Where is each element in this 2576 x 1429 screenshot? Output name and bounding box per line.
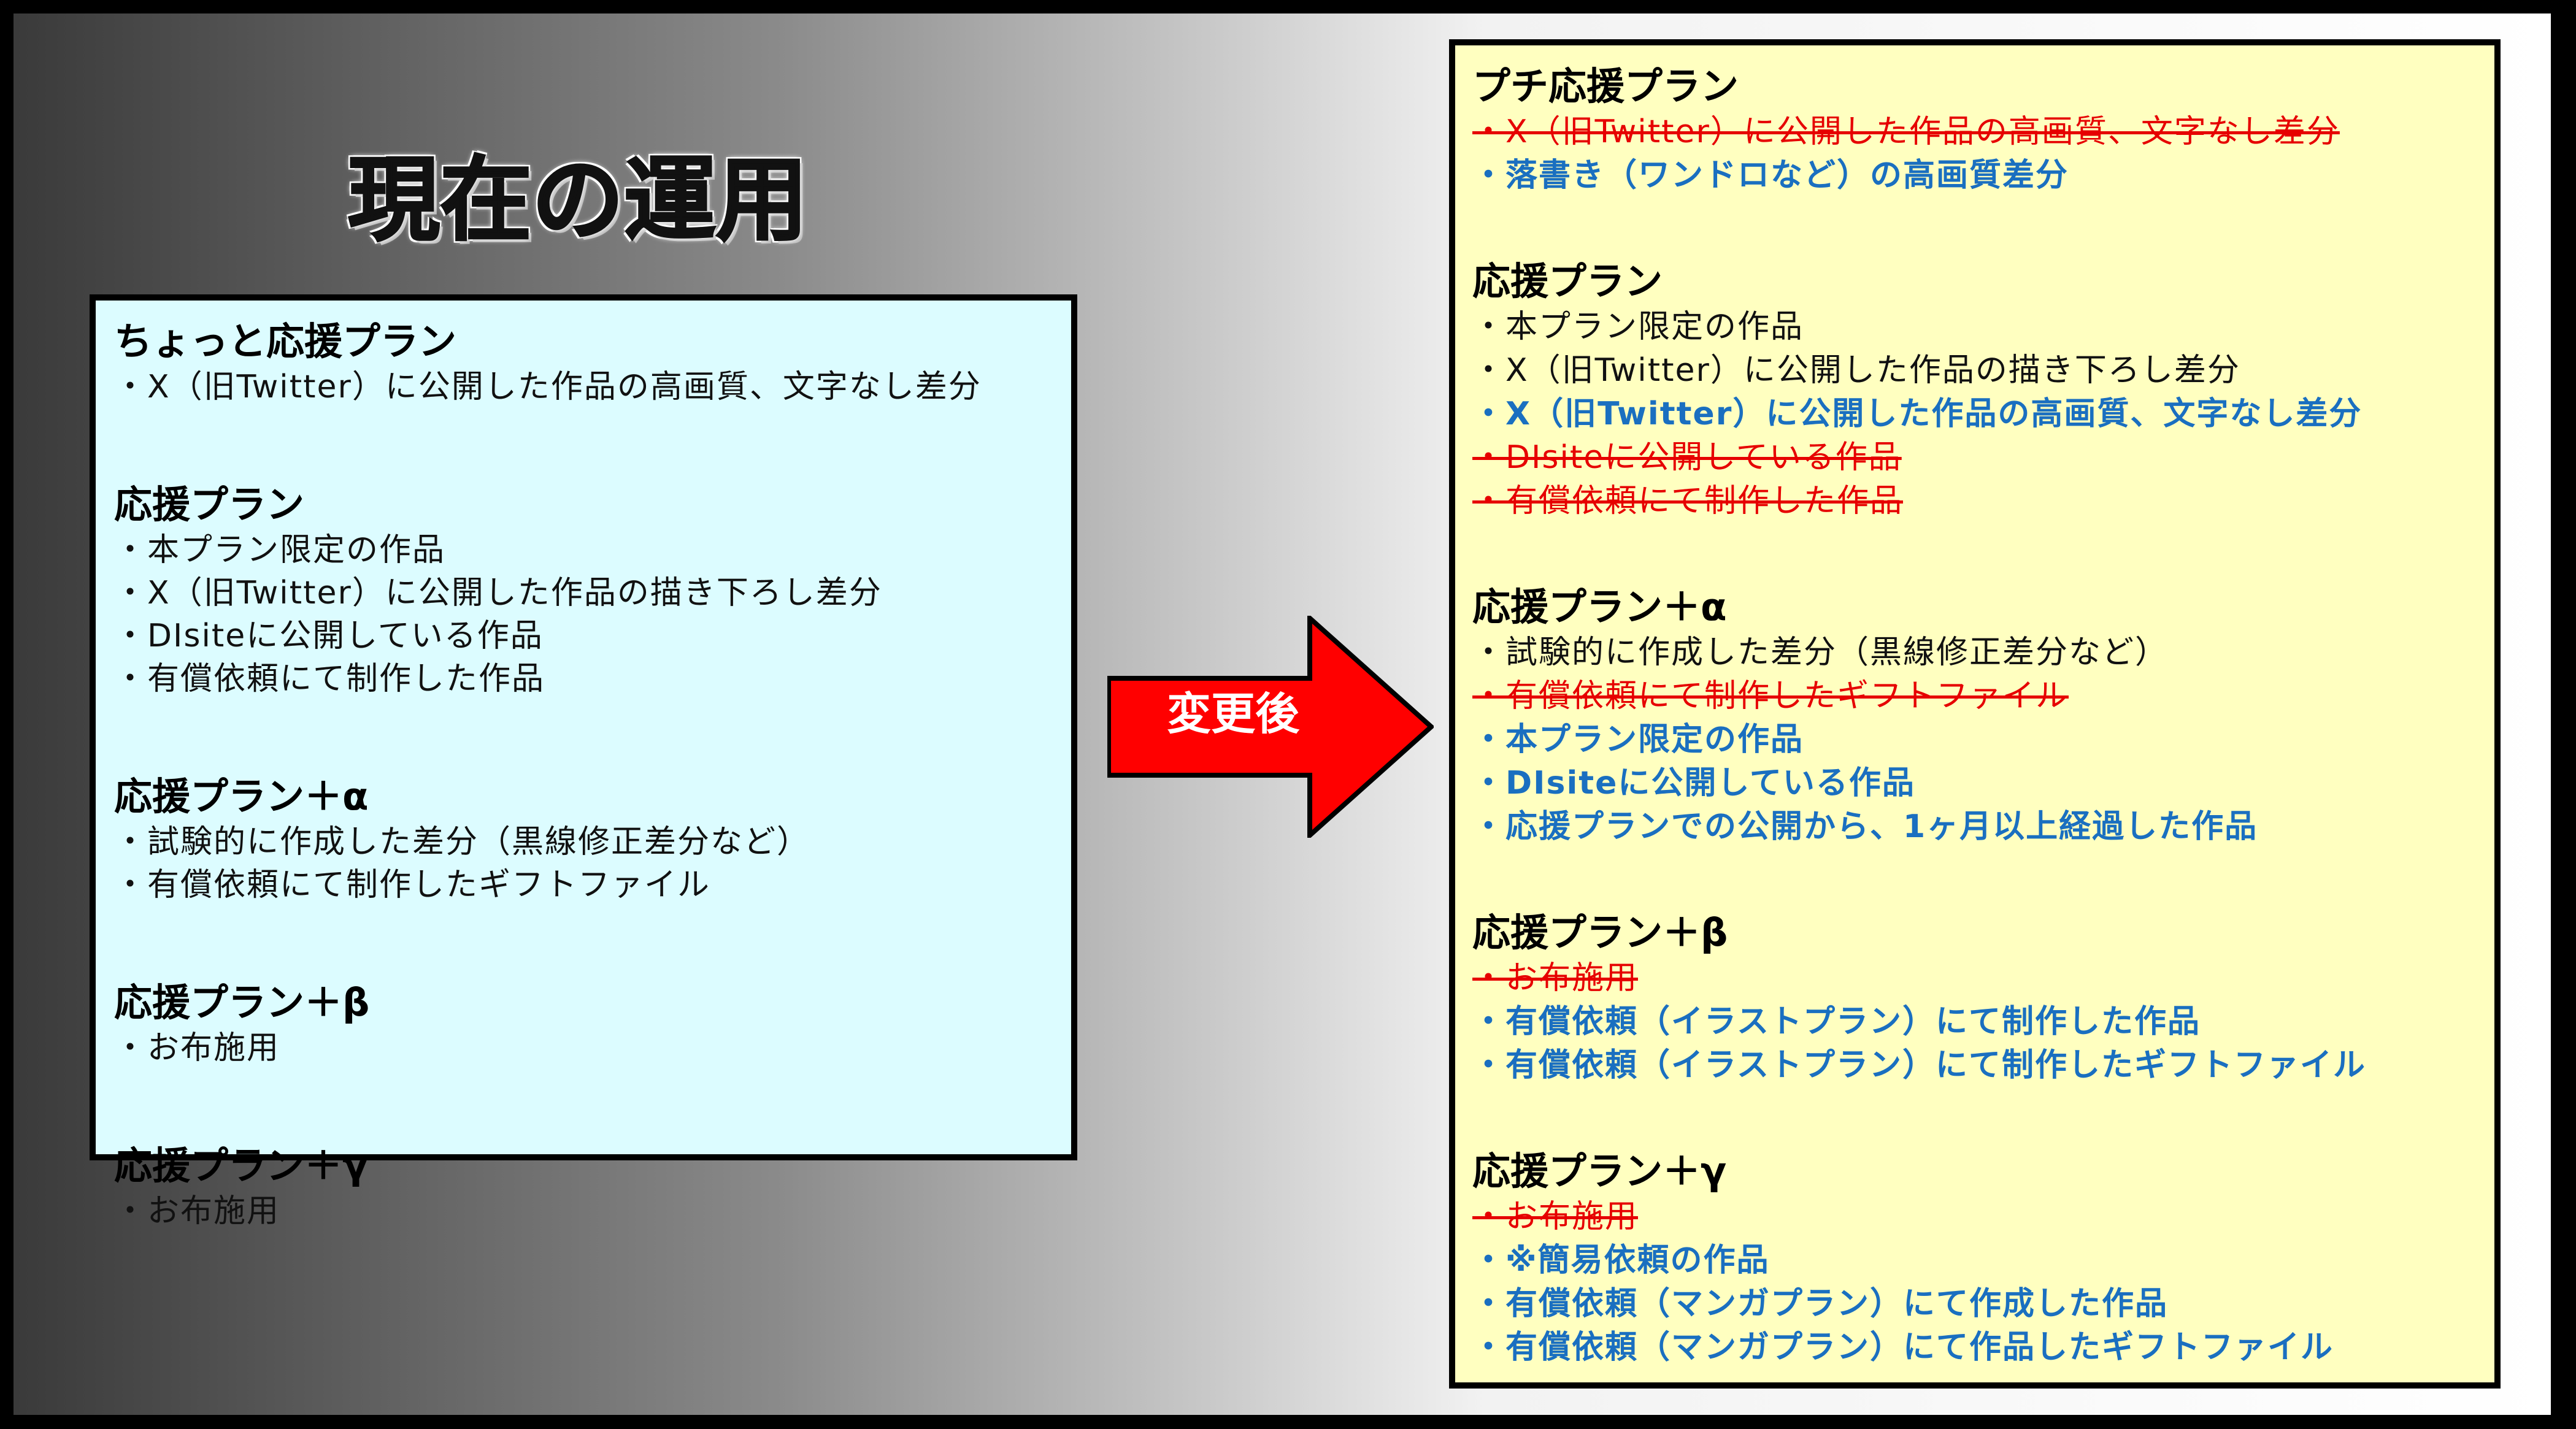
plan-item: ・X（旧Twitter）に公開した作品の描き下ろし差分 bbox=[1472, 352, 2240, 389]
plan-title: 応援プラン＋γ bbox=[1472, 1149, 1727, 1193]
changed-plans-panel: プチ応援プラン・X（旧Twitter）に公開した作品の高画質、文字なし差分・落書… bbox=[1449, 39, 2501, 1389]
plan-item: ・X（旧Twitter）に公開した作品の高画質、文字なし差分 bbox=[114, 369, 982, 405]
plan-item-added: ・※簡易依頼の作品 bbox=[1472, 1242, 1770, 1279]
plan-item-added: ・有償依頼（イラストプラン）にて制作したギフトファイル bbox=[1472, 1047, 2366, 1084]
plan-title: ちょっと応援プラン bbox=[114, 319, 457, 364]
current-operation-title: 現在の運用 bbox=[347, 147, 809, 254]
plan-block: 応援プラン＋γ ・お布施用・※簡易依頼の作品・有償依頼（マンガプラン）にて作成した… bbox=[1472, 1147, 2477, 1370]
plan-item: ・試験的に作成した差分（黒線修正差分など） bbox=[114, 824, 810, 860]
plan-block: ちょっと応援プラン・X（旧Twitter）に公開した作品の高画質、文字なし差分 bbox=[114, 318, 1053, 408]
plan-item: ・試験的に作成した差分（黒線修正差分など） bbox=[1472, 634, 2169, 671]
plan-title: 応援プラン bbox=[1472, 259, 1663, 304]
plan-item: ・お布施用 bbox=[114, 1193, 280, 1230]
plan-item-removed: ・お布施用 bbox=[1472, 1198, 1639, 1235]
plan-block: プチ応援プラン・X（旧Twitter）に公開した作品の高画質、文字なし差分・落書… bbox=[1472, 63, 2477, 197]
plan-item-added: ・有償依頼（イラストプラン）にて制作した作品 bbox=[1472, 1003, 2201, 1040]
plan-title: 応援プラン＋β bbox=[114, 980, 370, 1025]
plan-item-removed: ・X（旧Twitter）に公開した作品の高画質、文字なし差分 bbox=[1472, 113, 2340, 150]
arrow-shape bbox=[1107, 616, 1434, 838]
current-plans-panel: ちょっと応援プラン・X（旧Twitter）に公開した作品の高画質、文字なし差分応… bbox=[90, 294, 1077, 1230]
plan-item-added: ・応援プランでの公開から、1ヶ月以上経過した作品 bbox=[1472, 808, 2258, 845]
plan-item-removed: ・有償依頼にて制作したギフトファイル bbox=[1472, 678, 2069, 714]
plan-title: 応援プラン bbox=[114, 482, 305, 527]
plan-item: ・有償依頼にて制作したギフトファイル bbox=[114, 867, 711, 903]
plan-item-added: ・X（旧Twitter）に公開した作品の高画質、文字なし差分 bbox=[1472, 396, 2363, 432]
plan-title: 応援プラン＋α bbox=[1472, 584, 1727, 629]
plan-item: ・X（旧Twitter）に公開した作品の描き下ろし差分 bbox=[114, 575, 882, 611]
plan-title: 応援プラン＋γ bbox=[114, 1143, 369, 1188]
plan-item-removed: ・DIsiteに公開している作品 bbox=[1472, 439, 1902, 476]
plan-item-added: ・落書き（ワンドロなど）の高画質差分 bbox=[1472, 157, 2069, 194]
plan-block: 応援プラン＋γ ・お布施用 bbox=[114, 1142, 1053, 1233]
plan-title: 応援プラン＋α bbox=[114, 774, 369, 819]
plan-item: ・本プラン限定の作品 bbox=[1472, 308, 1804, 345]
plan-item-added: ・本プラン限定の作品 bbox=[1472, 721, 1804, 758]
change-arrow bbox=[1107, 616, 1434, 838]
plan-block: 応援プラン＋α ・試験的に作成した差分（黒線修正差分など） ・有償依頼にて制作したギ… bbox=[114, 773, 1053, 906]
plan-item: ・本プラン限定の作品 bbox=[114, 532, 446, 569]
plan-item-added: ・有償依頼（マンガプラン）にて作成した作品 bbox=[1472, 1285, 2169, 1322]
plan-item-removed: ・有償依頼にて制作した作品 bbox=[1472, 483, 1904, 519]
plan-item: ・DIsiteに公開している作品 bbox=[114, 618, 544, 654]
plan-item-added: ・有償依頼（マンガプラン）にて作品したギフトファイル bbox=[1472, 1329, 2334, 1366]
plan-item-added: ・DIsiteに公開している作品 bbox=[1472, 765, 1915, 802]
plan-block: 応援プラン・本プラン限定の作品・X（旧Twitter）に公開した作品の描き下ろし… bbox=[114, 481, 1053, 700]
plan-block: 応援プラン＋β ・お布施用 bbox=[114, 979, 1053, 1070]
plan-item: ・お布施用 bbox=[114, 1030, 280, 1067]
plan-title: プチ応援プラン bbox=[1472, 64, 1739, 109]
plan-block: 応援プラン＋α ・試験的に作成した差分（黒線修正差分など） ・有償依頼にて制作したギ… bbox=[1472, 583, 2477, 849]
plan-block: 応援プラン＋β ・お布施用・有償依頼（イラストプラン）にて制作した作品・有償依頼（… bbox=[1472, 909, 2477, 1087]
plan-item-removed: ・お布施用 bbox=[1472, 960, 1639, 997]
plan-item: ・有償依頼にて制作した作品 bbox=[114, 661, 545, 697]
plan-title: 応援プラン＋β bbox=[1472, 910, 1728, 955]
change-arrow-label: 変更後 bbox=[1166, 688, 1299, 740]
plan-block: 応援プラン・本プラン限定の作品・X（旧Twitter）に公開した作品の描き下ろし… bbox=[1472, 258, 2477, 523]
